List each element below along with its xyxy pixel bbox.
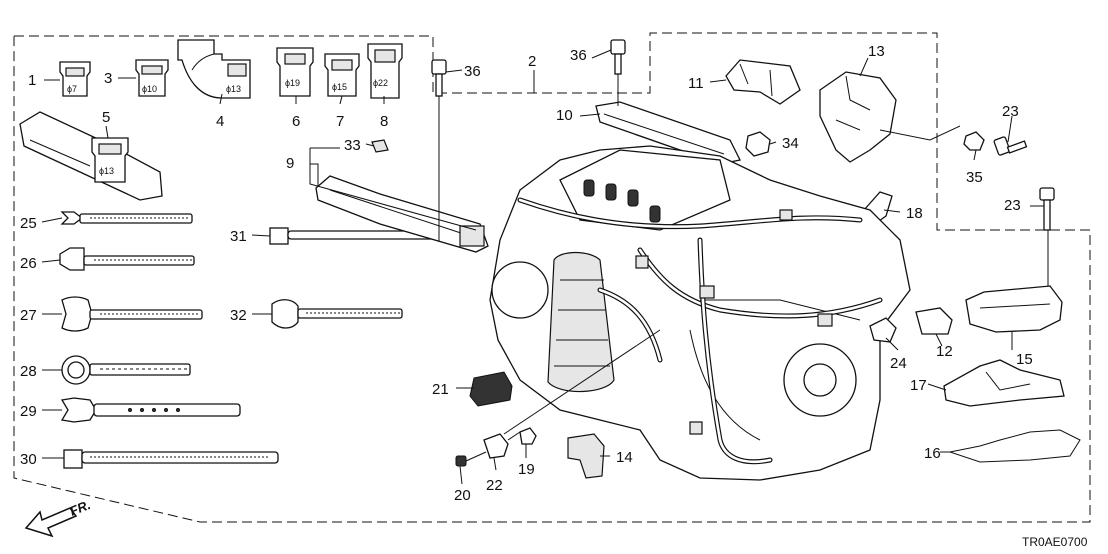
connector-12	[915, 307, 953, 335]
cable-tie-28	[61, 355, 191, 385]
callout-15: 15	[1016, 351, 1033, 368]
callout-numbers: 1 2 3 4 5 6 7 8 9 10 11 12 13 14 15 16 1…	[20, 43, 1033, 504]
bracket-13	[819, 71, 961, 163]
bolt-23-lower	[1039, 187, 1055, 231]
clip-33	[371, 139, 389, 153]
diagram-code: TR0AE0700	[1022, 535, 1088, 549]
callout-27: 27	[20, 307, 37, 324]
grommet-5: ϕ13	[19, 111, 163, 201]
size-label: ϕ7	[67, 84, 77, 94]
callout-3: 3	[104, 70, 112, 87]
callout-11: 11	[688, 75, 704, 92]
callout-28: 28	[20, 363, 37, 380]
callout-18: 18	[906, 205, 923, 222]
callout-26: 26	[20, 255, 37, 272]
bolt-35	[963, 131, 985, 151]
callout-2: 2	[528, 53, 536, 70]
assembly-boundary	[13, 32, 1091, 523]
cable-tie-26	[59, 247, 195, 271]
callout-7: 7	[336, 113, 344, 130]
bolt-36-left	[431, 59, 447, 97]
callout-6: 6	[292, 113, 300, 130]
callout-31: 31	[230, 228, 247, 245]
callout-10: 10	[556, 107, 573, 124]
cover-14	[567, 433, 605, 479]
callout-32: 32	[230, 307, 247, 324]
bracket-17	[943, 359, 1065, 407]
callout-5: 5	[102, 109, 110, 126]
callout-22: 22	[486, 477, 503, 494]
callout-21: 21	[432, 381, 449, 398]
bolt-20	[455, 451, 487, 467]
callout-35: 35	[966, 169, 983, 186]
grommet-6: ϕ19	[276, 47, 314, 97]
bracket-11	[725, 59, 801, 105]
engine-assembly	[489, 145, 911, 481]
cable-tie-32	[271, 299, 403, 329]
size-label: ϕ13	[226, 84, 241, 94]
grommet-7: ϕ15	[324, 53, 360, 97]
size-label: ϕ13	[99, 166, 114, 176]
callout-13: 13	[868, 43, 885, 60]
size-label: ϕ19	[285, 78, 300, 88]
callout-17: 17	[910, 377, 927, 394]
callout-23-lower: 23	[1004, 197, 1021, 214]
bolt-36-right	[610, 39, 626, 75]
callout-8: 8	[380, 113, 388, 130]
grommet-4: ϕ13	[177, 39, 251, 99]
callout-34: 34	[782, 135, 799, 152]
cable-tie-25	[60, 211, 193, 225]
cable-tie-30	[63, 449, 279, 469]
cable-tie-29	[60, 397, 241, 423]
front-label: FR.	[68, 497, 93, 519]
sensor-22	[483, 431, 521, 459]
grommet-8: ϕ22	[367, 43, 403, 99]
callout-4: 4	[216, 113, 224, 130]
size-label: ϕ22	[373, 78, 388, 88]
grommet-1: ϕ7	[59, 61, 91, 97]
callout-25: 25	[20, 215, 37, 232]
nut-19	[519, 427, 537, 445]
callout-36-right: 36	[570, 47, 587, 64]
wire-16	[948, 429, 1081, 463]
callout-20: 20	[454, 487, 471, 504]
callout-19: 19	[518, 461, 535, 478]
bracket-10	[595, 101, 741, 165]
callout-36-left: 36	[464, 63, 481, 80]
front-direction-arrow: FR.	[24, 497, 93, 538]
callout-1: 1	[28, 72, 36, 89]
callout-24: 24	[890, 355, 907, 372]
callout-23-upper: 23	[1002, 103, 1019, 120]
callout-9: 9	[286, 155, 294, 172]
grommet-3: ϕ10	[135, 59, 169, 97]
callout-16: 16	[924, 445, 941, 462]
cover-21	[469, 371, 513, 407]
bracket-15	[965, 285, 1063, 333]
callout-12: 12	[936, 343, 953, 360]
size-label: ϕ15	[332, 82, 347, 92]
size-label: ϕ10	[142, 84, 157, 94]
callout-30: 30	[20, 451, 37, 468]
bolt-23-upper	[993, 136, 1028, 156]
leader-lines	[41, 49, 1049, 485]
cable-tie-31	[269, 227, 441, 245]
callout-14: 14	[616, 449, 633, 466]
connector-24	[869, 317, 897, 343]
callout-29: 29	[20, 403, 37, 420]
cable-tie-27	[61, 296, 203, 332]
harness-part-9	[315, 175, 489, 253]
callout-33: 33	[344, 137, 361, 154]
nut-34	[745, 131, 771, 157]
